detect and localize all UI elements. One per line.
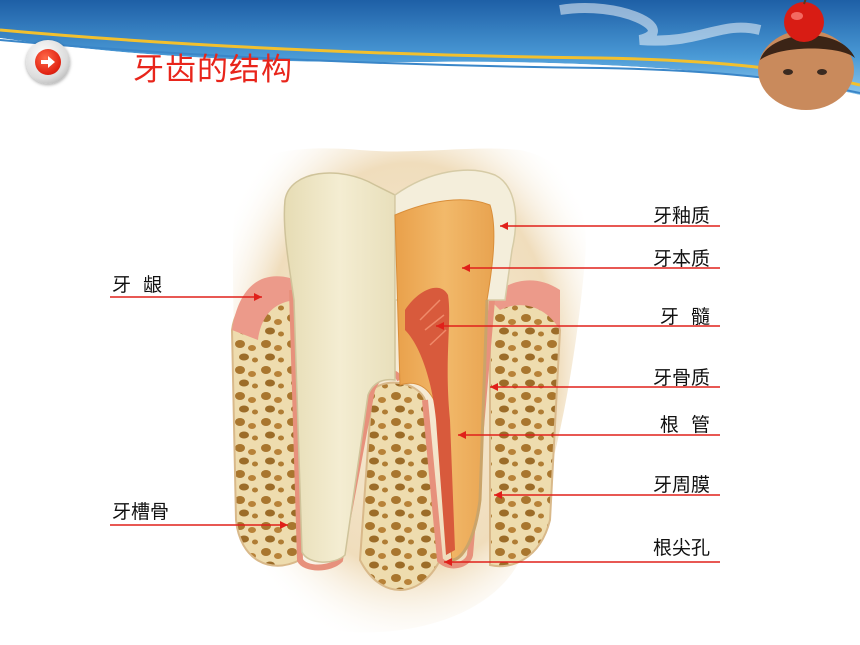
pointer-lines <box>110 225 720 563</box>
label-enamel: 牙釉质 <box>652 205 710 227</box>
label-root-canal: 根 管 <box>659 414 710 436</box>
page-title: 牙齿的结构 <box>133 52 293 88</box>
label-dentin: 牙本质 <box>652 248 710 270</box>
label-alveolar-bone: 牙槽骨 <box>112 501 170 523</box>
label-pulp: 牙 髓 <box>659 306 710 328</box>
label-gum: 牙 龈 <box>112 274 163 296</box>
label-periodontal-membrane: 牙周膜 <box>652 474 710 496</box>
label-apical-foramen: 根尖孔 <box>652 537 710 559</box>
label-cementum: 牙骨质 <box>652 367 710 389</box>
child-apple-illustration <box>758 0 855 110</box>
next-arrow-button[interactable] <box>26 40 70 84</box>
next-arrow-icon <box>35 49 61 75</box>
header-banner <box>0 0 860 110</box>
